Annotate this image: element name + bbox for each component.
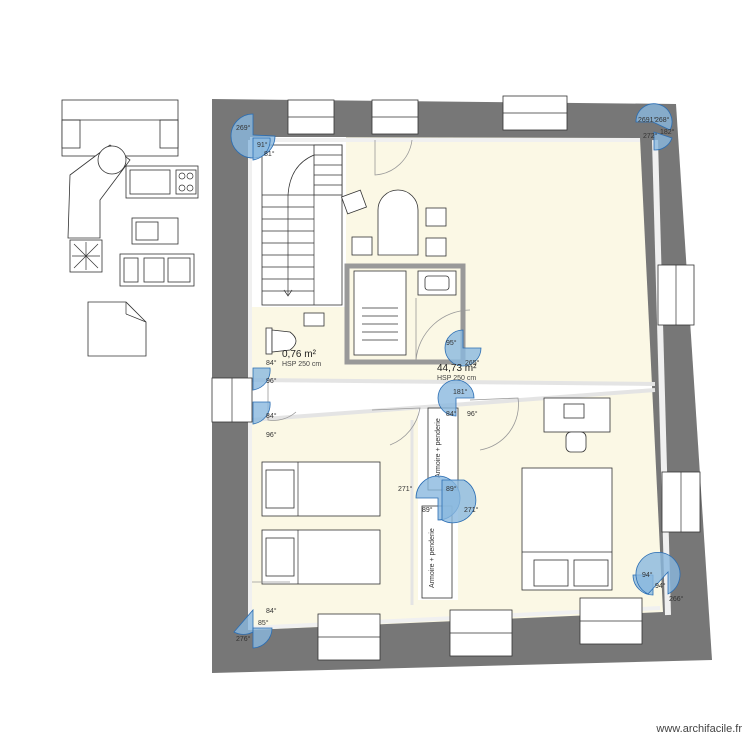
single-bed-1 [261, 461, 381, 517]
angle-label: 96° [467, 410, 478, 418]
dining-chairs [341, 189, 447, 257]
angle-label: 89° [422, 506, 433, 514]
angle-label: 96° [266, 377, 277, 385]
angle-label: 2691° [638, 116, 657, 124]
wardrobe-label-2: Armoire + penderie [429, 528, 436, 588]
angle-label: 95° [446, 339, 457, 347]
furniture-library [61, 99, 199, 357]
desk-chair [565, 431, 587, 453]
shower [353, 270, 407, 356]
angle-label: 181° [453, 388, 468, 396]
bathroom-sink-basin [424, 275, 450, 291]
angle-label: 276° [236, 635, 251, 643]
windows-top [287, 95, 568, 135]
staircase [261, 144, 343, 306]
angle-label: 265° [465, 359, 480, 367]
angle-label: 266° [669, 595, 684, 603]
protractors [230, 103, 681, 649]
desk-laptop [563, 403, 585, 419]
angle-label: 89° [446, 485, 457, 493]
angle-label: 272° [643, 132, 658, 140]
room-area-main: 44,73 m² [437, 363, 477, 374]
watermark: www.archifacile.fr [656, 723, 742, 735]
dining-table [377, 189, 419, 256]
single-bed-2 [261, 529, 381, 585]
angle-label: 91° [257, 141, 268, 149]
angle-label: 96° [266, 431, 277, 439]
angle-label: 84° [266, 359, 277, 367]
room-height-small: HSP 250 cm [282, 361, 321, 368]
angle-label: 94° [642, 571, 653, 579]
angle-label: 269° [236, 124, 251, 132]
door-swings [252, 139, 519, 583]
windows-right [657, 264, 701, 533]
bathroom-walls [344, 263, 466, 365]
angle-label: 85° [258, 619, 269, 627]
angle-label: 84° [266, 412, 277, 420]
angle-labels: 269° 91° 81° 2691° 268° 272° 182° 95° 26… [236, 116, 684, 643]
wardrobe-label-1: Armoire + penderie [435, 418, 442, 478]
small-sink [303, 312, 325, 327]
angle-label: 94° [655, 582, 666, 590]
windows-bottom [317, 597, 643, 661]
angle-label: 271° [398, 485, 413, 493]
double-bed [521, 467, 613, 591]
angle-label: 84° [266, 607, 277, 615]
angle-label: 182° [660, 128, 675, 136]
angle-label: 84° [446, 410, 457, 418]
angle-label: 268° [655, 116, 670, 124]
shower-lines [362, 307, 398, 341]
angle-label: 81° [264, 150, 275, 158]
angle-label: 271° [464, 506, 479, 514]
toilet [265, 327, 297, 355]
room-area-small: 0,76 m² [282, 349, 317, 360]
room-height-main: HSP 250 cm [437, 375, 476, 382]
